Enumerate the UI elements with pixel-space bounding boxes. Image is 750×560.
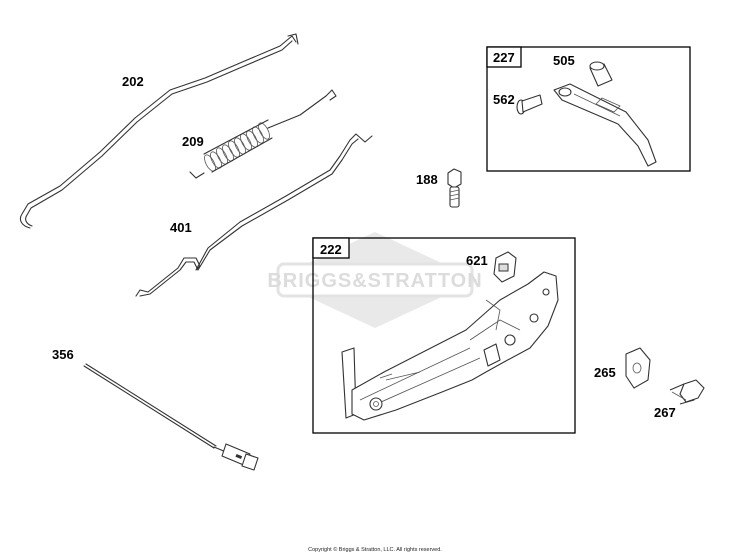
rod-401[interactable] [135, 133, 373, 297]
pin-562[interactable] [516, 94, 543, 115]
copyright-notice: Copyright © Briggs & Stratton, LLC. All … [308, 547, 442, 553]
label-401: 401 [170, 220, 192, 235]
label-265: 265 [594, 365, 616, 380]
rod-202[interactable] [19, 33, 299, 229]
box-label-227: 227 [493, 50, 515, 65]
spring-209[interactable] [189, 89, 337, 179]
kit-box-222[interactable] [312, 237, 576, 434]
cable-356[interactable] [83, 363, 259, 471]
label-356: 356 [52, 347, 74, 362]
bolt-267[interactable] [669, 379, 705, 405]
label-505: 505 [553, 53, 575, 68]
label-562: 562 [493, 92, 515, 107]
lever-arm[interactable] [553, 83, 657, 167]
bracket-assembly[interactable] [341, 271, 559, 421]
briggs-stratton-watermark: BRIGGS&STRATTON [267, 232, 482, 328]
label-209: 209 [182, 134, 204, 149]
label-188: 188 [416, 172, 438, 187]
box-label-222: 222 [320, 242, 342, 257]
clip-621[interactable] [493, 251, 517, 283]
bracket-265[interactable] [625, 347, 651, 389]
bolt-188[interactable] [447, 168, 462, 208]
label-621: 621 [466, 253, 488, 268]
label-202: 202 [122, 74, 144, 89]
svg-text:BRIGGS&STRATTON: BRIGGS&STRATTON [267, 270, 482, 292]
bushing-505[interactable] [589, 61, 613, 87]
label-267: 267 [654, 405, 676, 420]
kit-box-227[interactable] [486, 46, 691, 172]
